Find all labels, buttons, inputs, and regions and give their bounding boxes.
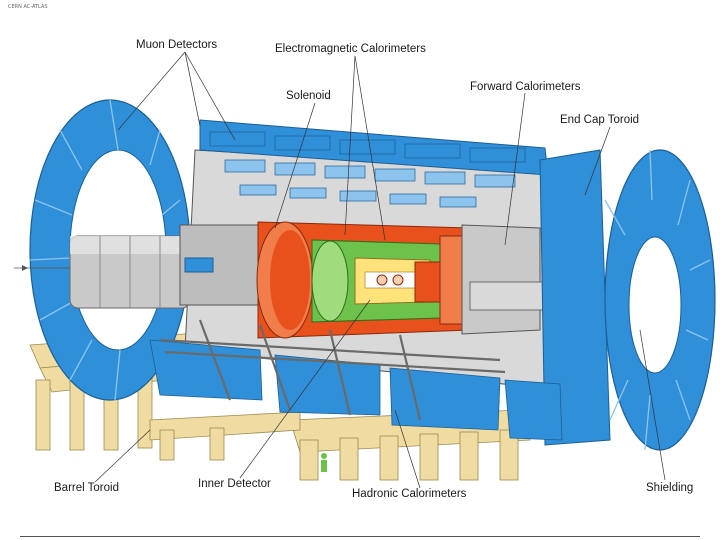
label-inner-detector: Inner Detector (198, 478, 271, 490)
label-muon-detectors: Muon Detectors (136, 39, 218, 51)
bottom-rule (20, 536, 700, 537)
label-electromagnetic-calorimeters: Electromagnetic Calorimeters (275, 43, 426, 55)
label-end-cap-toroid: End Cap Toroid (560, 114, 640, 126)
human-figure (321, 453, 327, 472)
left-forward-shielding (14, 235, 191, 309)
label-shielding: Shielding (646, 482, 694, 494)
label-barrel-toroid: Barrel Toroid (54, 482, 119, 494)
calorimeter-core (179, 221, 471, 339)
label-solenoid: Solenoid (286, 90, 331, 102)
label-forward-calorimeters: Forward Calorimeters (470, 81, 581, 93)
hadronic-truss (159, 319, 506, 421)
image-tag: CERN AC-ATLAS (8, 4, 48, 10)
callout-lines (94, 51, 666, 489)
barrel-toroid-coils (149, 339, 563, 441)
label-hadronic-calorimeters: Hadronic Calorimeters (352, 488, 467, 500)
right-muon-wheel (539, 149, 716, 451)
